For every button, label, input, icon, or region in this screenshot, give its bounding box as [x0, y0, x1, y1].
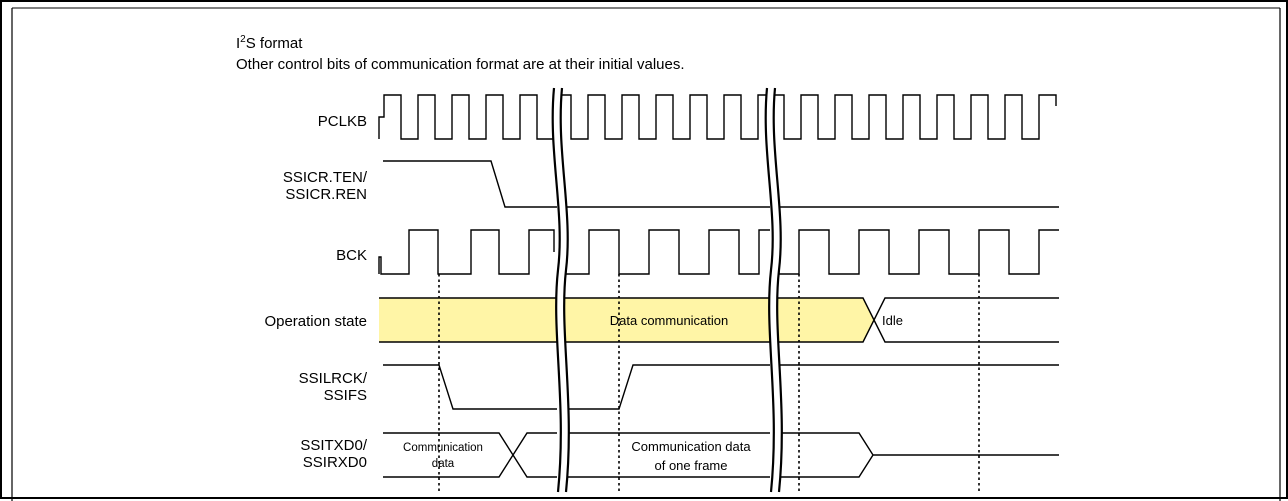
frame-box-label-2: of one frame: [655, 458, 728, 473]
time-break-marker: [764, 87, 783, 493]
label-operation-state: Operation state: [264, 313, 367, 330]
label-ssilrck: SSILRCK/: [299, 370, 368, 387]
ssilrck-waveform: [383, 364, 1059, 410]
time-break-marker: [551, 87, 570, 493]
operation-state-active-region: [379, 298, 874, 342]
ssicr-ten-waveform: [383, 160, 1059, 208]
diagram-title: I2S format: [236, 34, 303, 52]
label-ssicr-ren: SSICR.REN: [285, 186, 367, 203]
bck-waveform: [378, 229, 1059, 275]
operation-state-outline: [379, 297, 1059, 343]
frame-box-label-1: Communication data: [631, 439, 751, 454]
state-idle: Idle: [882, 313, 903, 328]
label-bck: BCK: [336, 247, 367, 264]
diagram-subtitle: Other control bits of communication form…: [236, 56, 685, 73]
state-data-communication: Data communication: [610, 313, 729, 328]
label-pclkb: PCLKB: [318, 113, 367, 130]
label-ssitxd0: SSITXD0/: [300, 437, 368, 454]
data-box-label-2: data: [432, 458, 455, 470]
label-ssirxd0: SSIRXD0: [303, 454, 367, 471]
pclkb-waveform: [378, 94, 1057, 140]
label-ssifs: SSIFS: [324, 387, 367, 404]
label-ssicr-ten: SSICR.TEN/: [283, 169, 368, 186]
data-box-label-1: Communication: [403, 442, 483, 454]
ssitxd0-data-waveform: [383, 432, 1059, 478]
